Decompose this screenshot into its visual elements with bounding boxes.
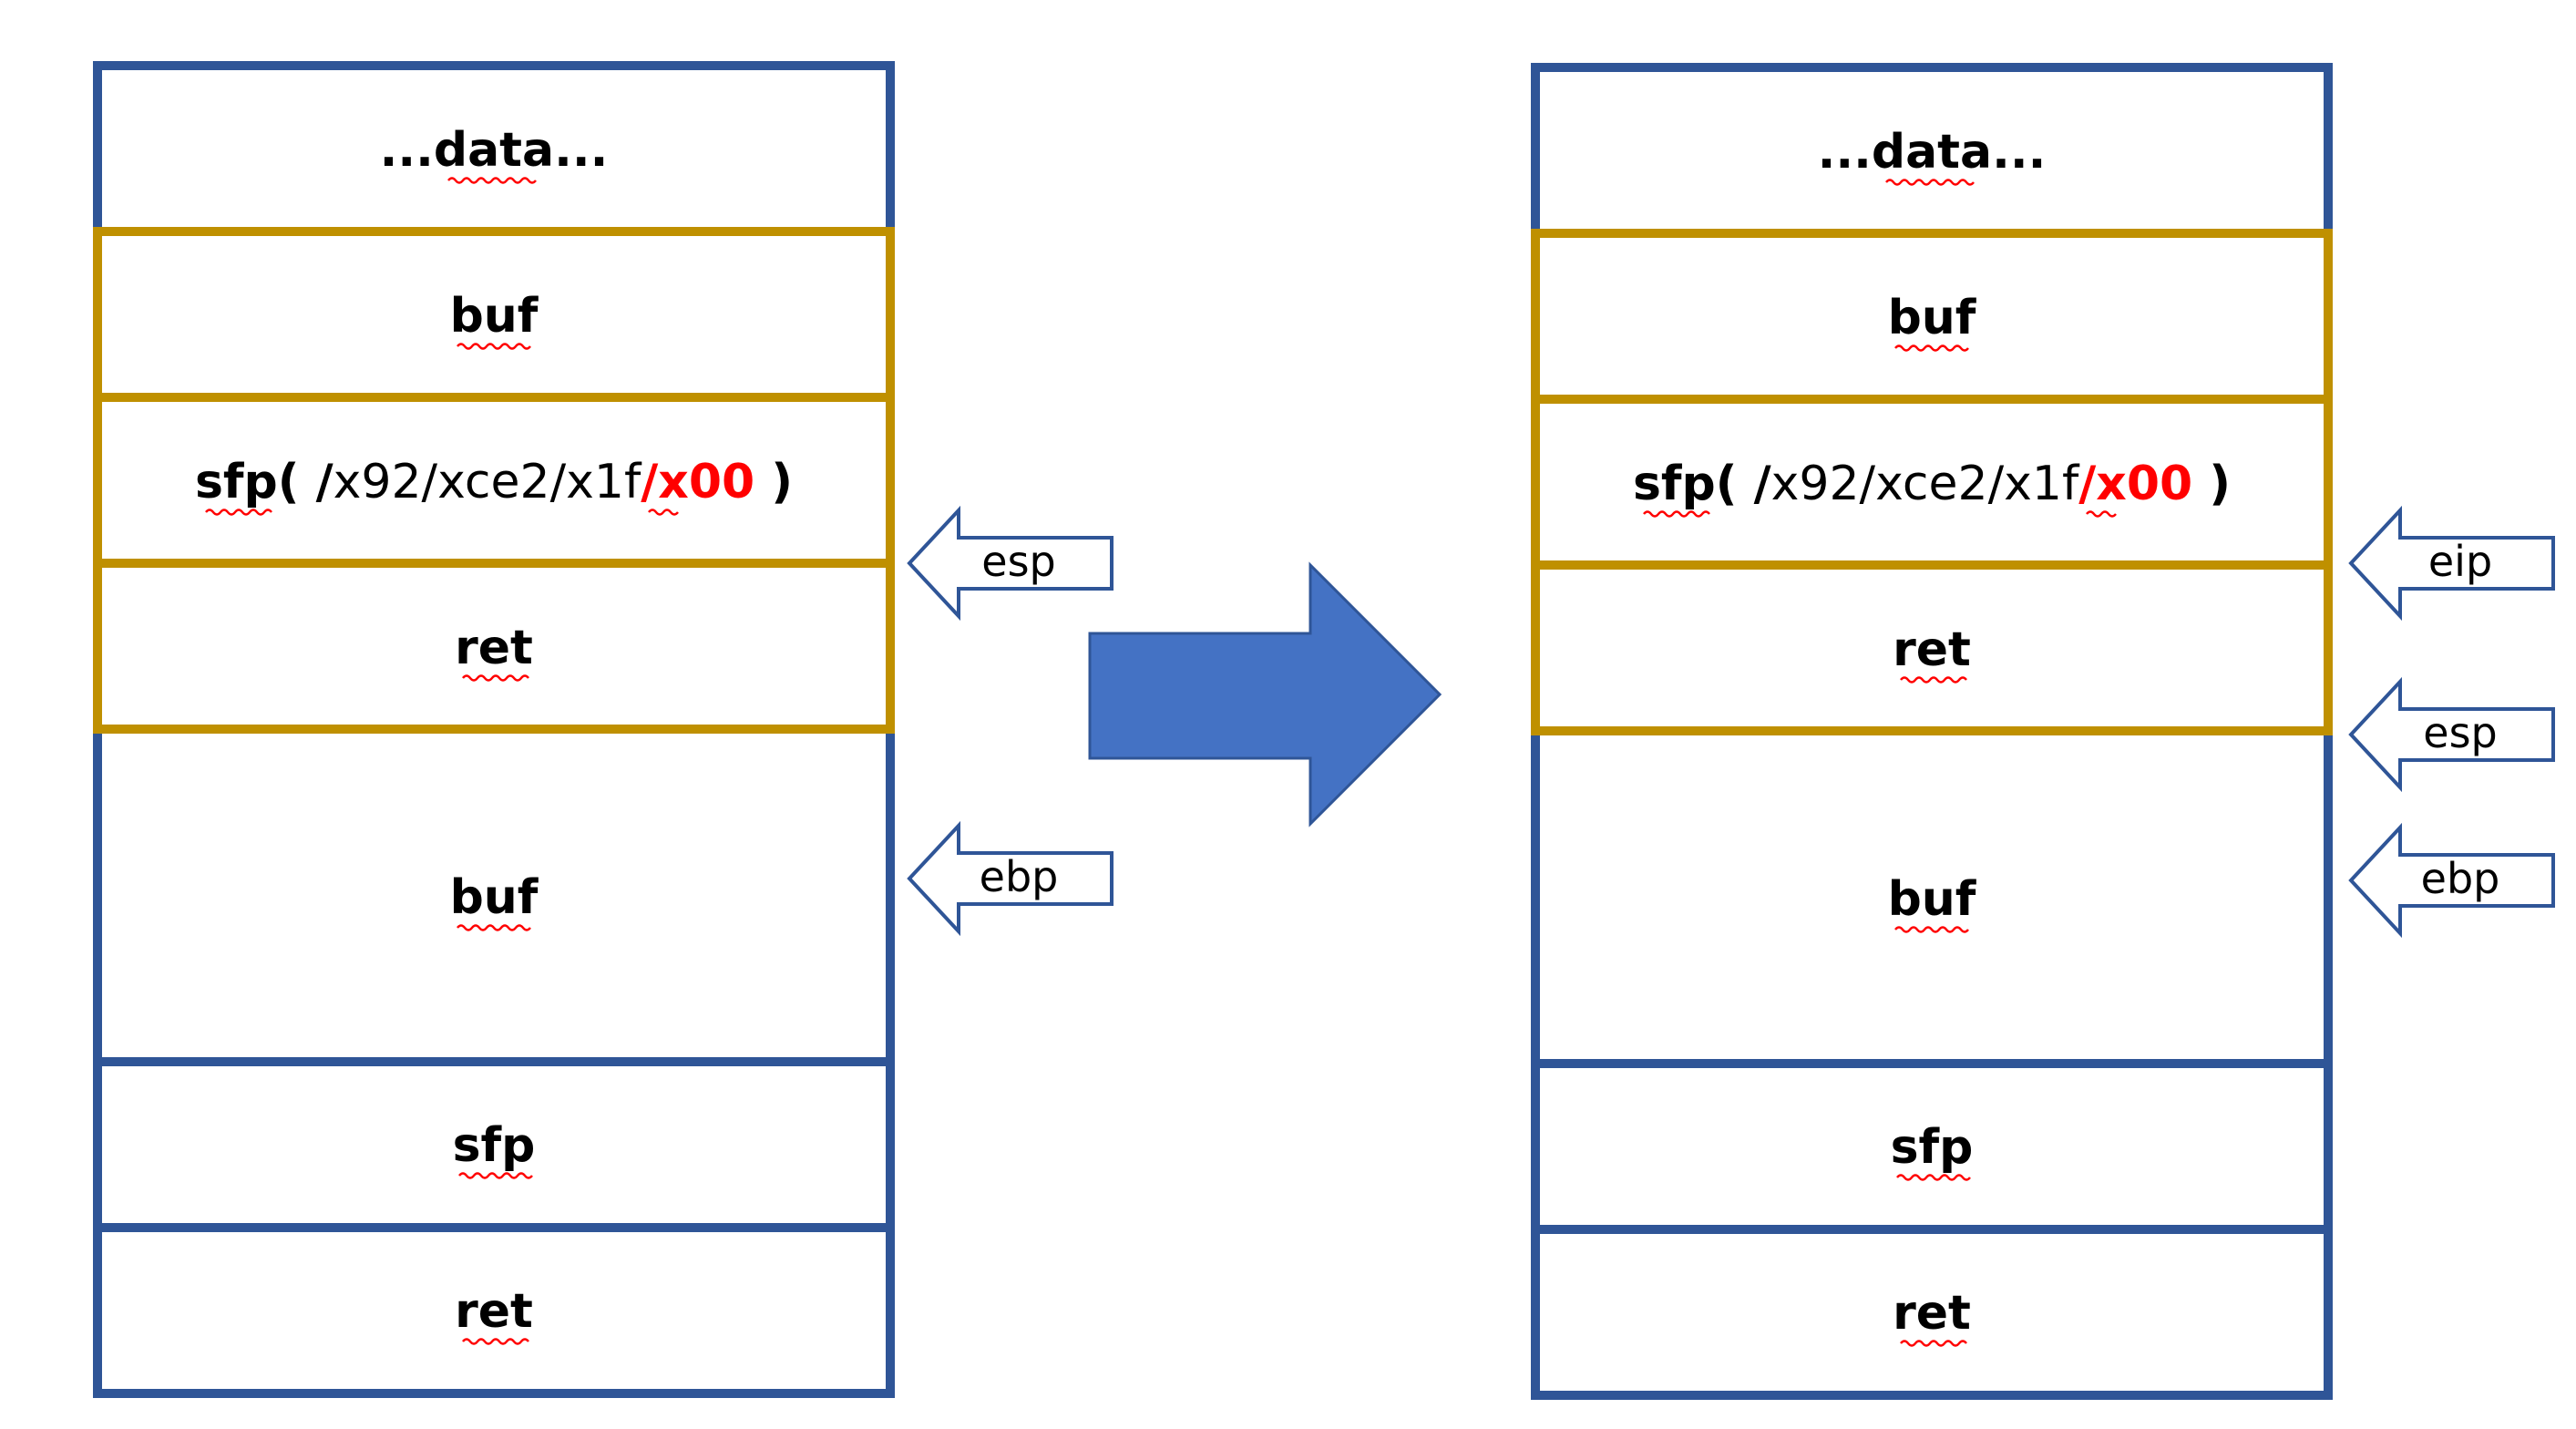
left-cell-label-sfp-lower: sfp [453,1118,536,1173]
left-stack-cell-ret-upper [93,559,895,734]
right-pointer-eip-arrow [2348,505,2555,622]
left-squiggle-data [447,177,537,184]
right-stack-cell-buf-lower [1531,726,2333,1068]
right-squiggle-ret-upper [1900,676,1967,684]
right-squiggle-data [1885,179,1975,186]
right-cell-label-sfp-upper: sfp( /x92/xce2/x1f/x00 ) [1633,457,2231,511]
right-stack-cell-sfp-lower [1531,1059,2333,1234]
left-cell-label-buf-lower: buf [450,870,539,925]
left-sfp-part-3: /x00 [641,455,754,509]
right-stack-cell-sfp-upper [1531,395,2333,570]
right-squiggle-ret-lower [1900,1340,1967,1347]
left-squiggle-ret-upper [462,674,529,682]
left-pointer-esp: esp [907,505,1114,622]
right-sfp-part-2: x92/xce2/x1f [1771,457,2080,511]
left-squiggle-sfp-lower [458,1172,533,1179]
right-cell-label-ret-lower: ret [1893,1286,1971,1341]
right-stack: ...data... buf sfp( /x92/xce2/x1f/x00 ) … [1531,63,2333,1400]
left-pointer-ebp: ebp [907,820,1114,937]
right-cell-label-buf-lower: buf [1888,872,1977,927]
right-squiggle-sfp-upper [1643,510,1710,518]
left-sfp-part-1: / [316,455,334,509]
left-stack-cell-sfp-upper [93,393,895,568]
left-squiggle-ret-lower [462,1338,529,1345]
right-squiggle-x00 [2086,510,2117,518]
left-stack-cell-buf-lower [93,725,895,1066]
right-pointer-esp-arrow [2348,676,2555,793]
right-sfp-part-4: ) [2192,457,2231,511]
left-stack-cell-ret-lower [93,1223,895,1398]
right-cell-label-data: ...data... [1818,125,2047,180]
right-stack-cell-ret-upper [1531,560,2333,735]
right-sfp-part-3: /x00 [2078,457,2192,511]
left-pointer-ebp-label: ebp [980,852,1059,901]
right-stack-cell-buf-upper [1531,229,2333,404]
right-stack-cell-ret-lower [1531,1225,2333,1400]
right-squiggle-buf-lower [1894,926,1969,933]
left-sfp-part-4: ) [754,455,793,509]
left-squiggle-buf-upper [457,343,531,350]
left-cell-label-ret-lower: ret [455,1284,533,1339]
left-squiggle-sfp-upper [205,509,272,516]
left-stack: ...data... buf sfp( /x92/xce2/x1f/x00 ) … [93,61,895,1398]
left-cell-label-data: ...data... [380,123,609,178]
right-squiggle-buf-upper [1894,344,1969,352]
left-stack-cell-data [93,61,895,236]
right-cell-label-sfp-lower: sfp [1891,1120,1974,1175]
left-cell-label-buf-upper: buf [450,289,539,344]
left-squiggle-x00 [648,509,679,516]
left-cell-label-ret-upper: ret [455,621,533,675]
right-pointer-ebp-label: ebp [2421,854,2500,903]
right-pointer-esp: esp [2348,676,2555,793]
left-sfp-part-0: sfp( [195,455,316,509]
right-sfp-part-1: / [1754,457,1771,511]
right-cell-label-buf-upper: buf [1888,291,1977,345]
right-cell-label-ret-upper: ret [1893,622,1971,677]
right-squiggle-sfp-lower [1896,1174,1971,1181]
right-pointer-eip: eip [2348,505,2555,622]
right-sfp-part-0: sfp( [1633,457,1754,511]
right-pointer-eip-label: eip [2428,537,2492,586]
left-pointer-esp-label: esp [981,537,1055,586]
left-pointer-ebp-arrow [907,820,1114,937]
right-pointer-esp-label: esp [2423,708,2497,757]
left-sfp-part-2: x92/xce2/x1f [334,455,642,509]
left-cell-label-sfp-upper: sfp( /x92/xce2/x1f/x00 ) [195,455,793,509]
right-pointer-ebp: ebp [2348,822,2555,939]
left-pointer-esp-arrow [907,505,1114,622]
right-pointer-ebp-arrow [2348,822,2555,939]
left-squiggle-buf-lower [457,924,531,931]
transition-arrow [1088,561,1442,828]
